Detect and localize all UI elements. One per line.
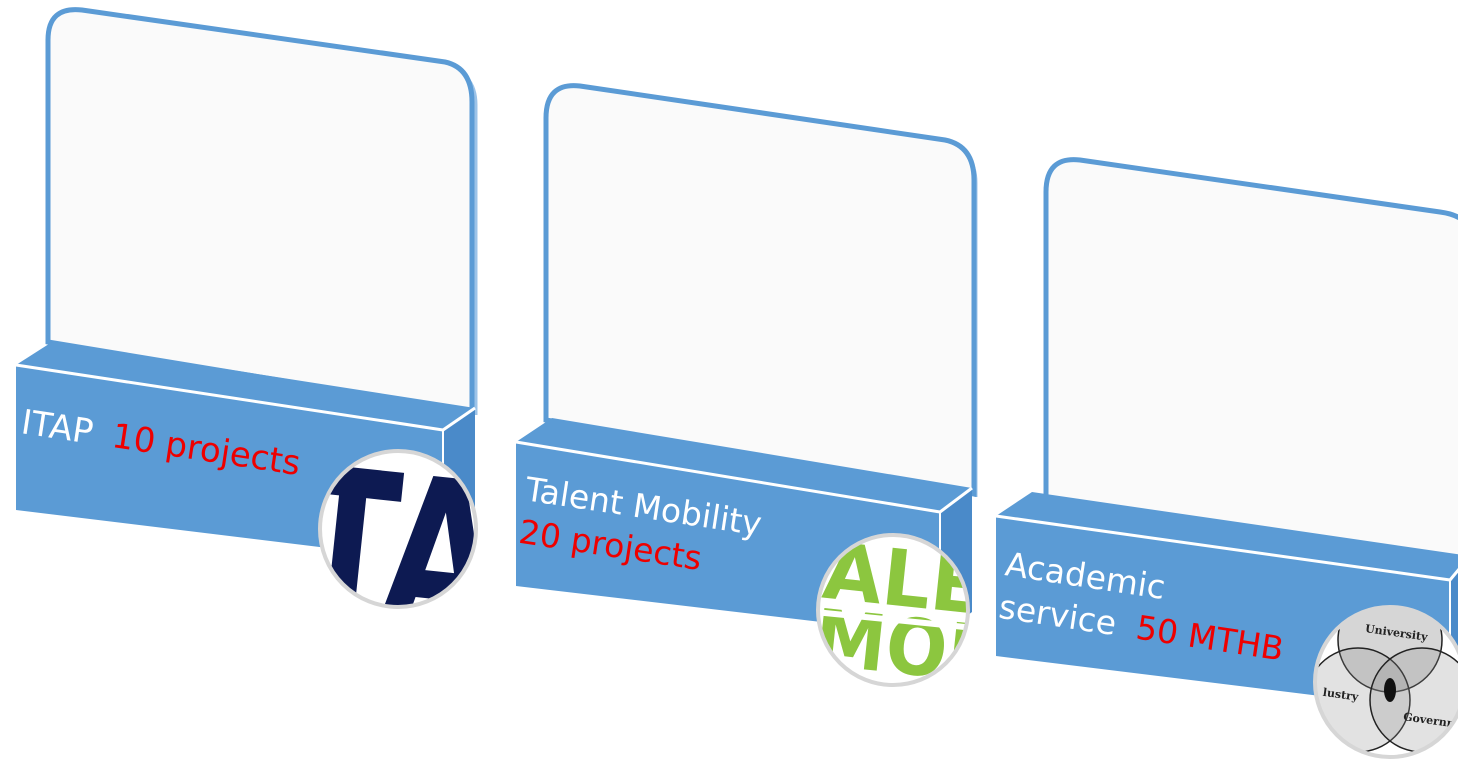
base-top-face	[16, 342, 475, 430]
base-top-face	[516, 418, 972, 512]
panel-talent-mobility: Talent Mobility 20 projects ALE MOI	[515, 83, 978, 687]
itap-logo-text: TA	[286, 423, 510, 681]
itap-logo: TA	[286, 423, 510, 681]
card-talent-mobility	[543, 83, 977, 497]
panel-itap: ITAP 10 projects TA	[15, 7, 510, 681]
card-academic-service	[1043, 157, 1458, 563]
venn-label-industry: lustry	[1322, 686, 1360, 704]
base-top-face	[996, 492, 1458, 580]
venn-center	[1384, 678, 1396, 702]
triple-helix-venn-logo: University lustry Governme	[1313, 605, 1458, 759]
card-itap	[45, 7, 475, 415]
panel-academic-service: Academic service 50 MTHB University lust…	[995, 157, 1458, 759]
